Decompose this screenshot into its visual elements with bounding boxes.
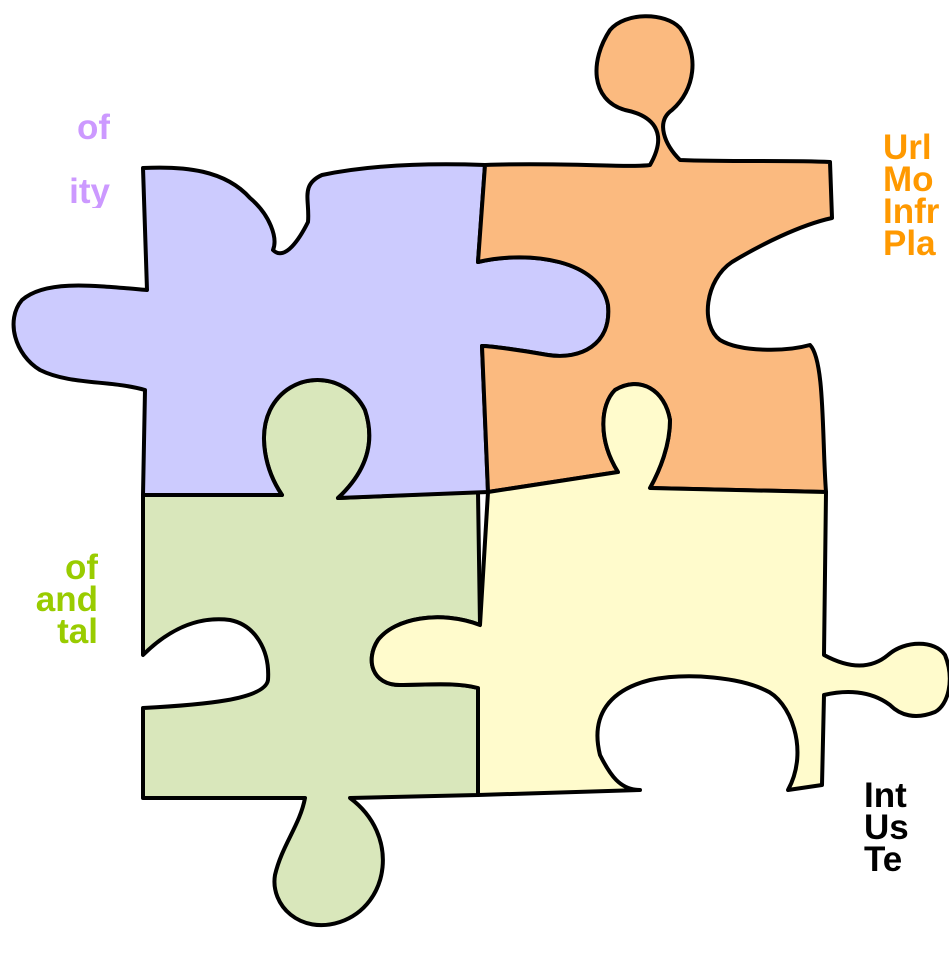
label-top-right: Url Mo Infr Pla [883, 132, 940, 260]
label-mid-left: of and tal [35, 552, 98, 648]
puzzle-piece-yellow [369, 382, 949, 797]
puzzle-piece-orange [476, 14, 834, 494]
label-top-left: of ity [69, 112, 110, 208]
label-bottom-right: Int Us Te [864, 780, 909, 876]
